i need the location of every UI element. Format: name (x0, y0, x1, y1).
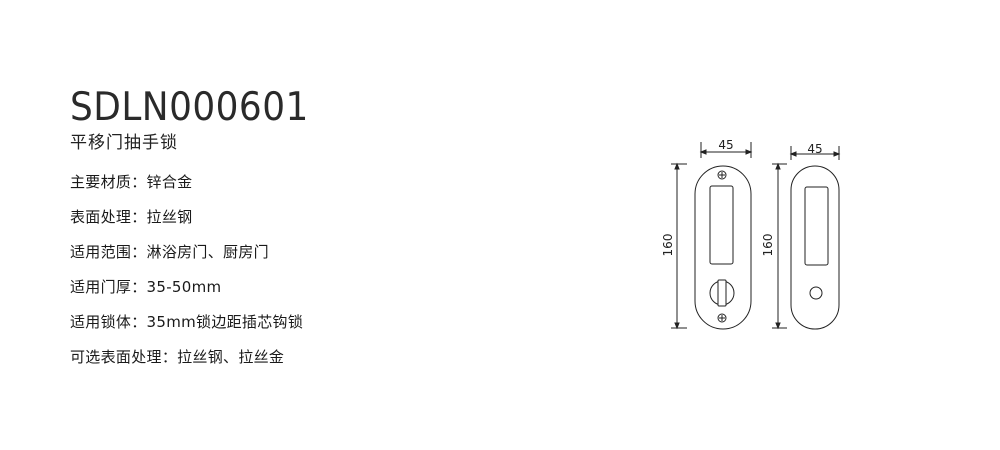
product-model: SDLN000601 (70, 85, 309, 130)
spec-row: 主要材质：锌合金 (70, 165, 330, 200)
height-dimension-label: 160 (661, 234, 675, 257)
pull-recess (804, 186, 829, 266)
plate-outline (790, 165, 840, 330)
technical-drawing: 45 160 45 160 (661, 138, 841, 330)
dim-arrow (775, 322, 781, 330)
dim-arrow (674, 322, 680, 330)
spec-label: 适用范围 (70, 243, 132, 261)
dim-arrow (833, 151, 841, 157)
spec-label: 可选表面处理 (70, 348, 162, 366)
spec-row: 适用门厚：35-50mm (70, 270, 330, 305)
product-info: SDLN000601 平移门抽手锁 主要材质：锌合金 表面处理：拉丝钢 适用范围… (70, 86, 330, 375)
spec-separator: ： (131, 173, 147, 191)
dim-arrow (745, 149, 753, 155)
spec-row: 可选表面处理：拉丝钢、拉丝金 (70, 340, 330, 375)
spec-label: 主要材质 (70, 173, 132, 191)
width-dimension-label: 45 (718, 138, 733, 152)
spec-row: 适用范围：淋浴房门、厨房门 (70, 235, 330, 270)
spec-value: 35mm锁边距插芯钩锁 (146, 313, 304, 331)
dim-arrow (775, 162, 781, 170)
dim-arrow (789, 151, 797, 157)
front-view (671, 142, 753, 330)
keyhole-icon (809, 286, 823, 300)
spec-separator: ： (161, 348, 178, 366)
spec-separator: ： (131, 278, 147, 296)
spec-value: 拉丝钢、拉丝金 (177, 348, 285, 366)
spec-value: 锌合金 (146, 173, 193, 191)
spec-separator: ： (131, 208, 147, 226)
spec-label: 表面处理 (70, 208, 132, 226)
dim-arrow (674, 162, 680, 170)
thumb-turn-bar (717, 279, 727, 307)
spec-list: 主要材质：锌合金 表面处理：拉丝钢 适用范围：淋浴房门、厨房门 适用门厚：35-… (70, 165, 330, 375)
product-name: 平移门抽手锁 (70, 133, 178, 153)
spec-value: 35-50mm (146, 278, 222, 296)
spec-separator: ： (131, 313, 147, 331)
dim-arrow (699, 149, 707, 155)
spec-row: 表面处理：拉丝钢 (70, 200, 330, 235)
width-dimension-label: 45 (807, 142, 822, 156)
screw-icon (717, 313, 727, 323)
spec-label: 适用锁体 (70, 313, 132, 331)
plate-outline (694, 165, 752, 330)
back-view (772, 146, 841, 330)
screw-icon (717, 170, 727, 180)
spec-value: 淋浴房门、厨房门 (146, 243, 269, 261)
spec-value: 拉丝钢 (146, 208, 193, 226)
spec-row: 适用锁体：35mm锁边距插芯钩锁 (70, 305, 330, 340)
height-dimension-label: 160 (761, 234, 775, 257)
pull-recess (709, 185, 734, 265)
spec-label: 适用门厚 (70, 278, 132, 296)
spec-separator: ： (131, 243, 147, 261)
